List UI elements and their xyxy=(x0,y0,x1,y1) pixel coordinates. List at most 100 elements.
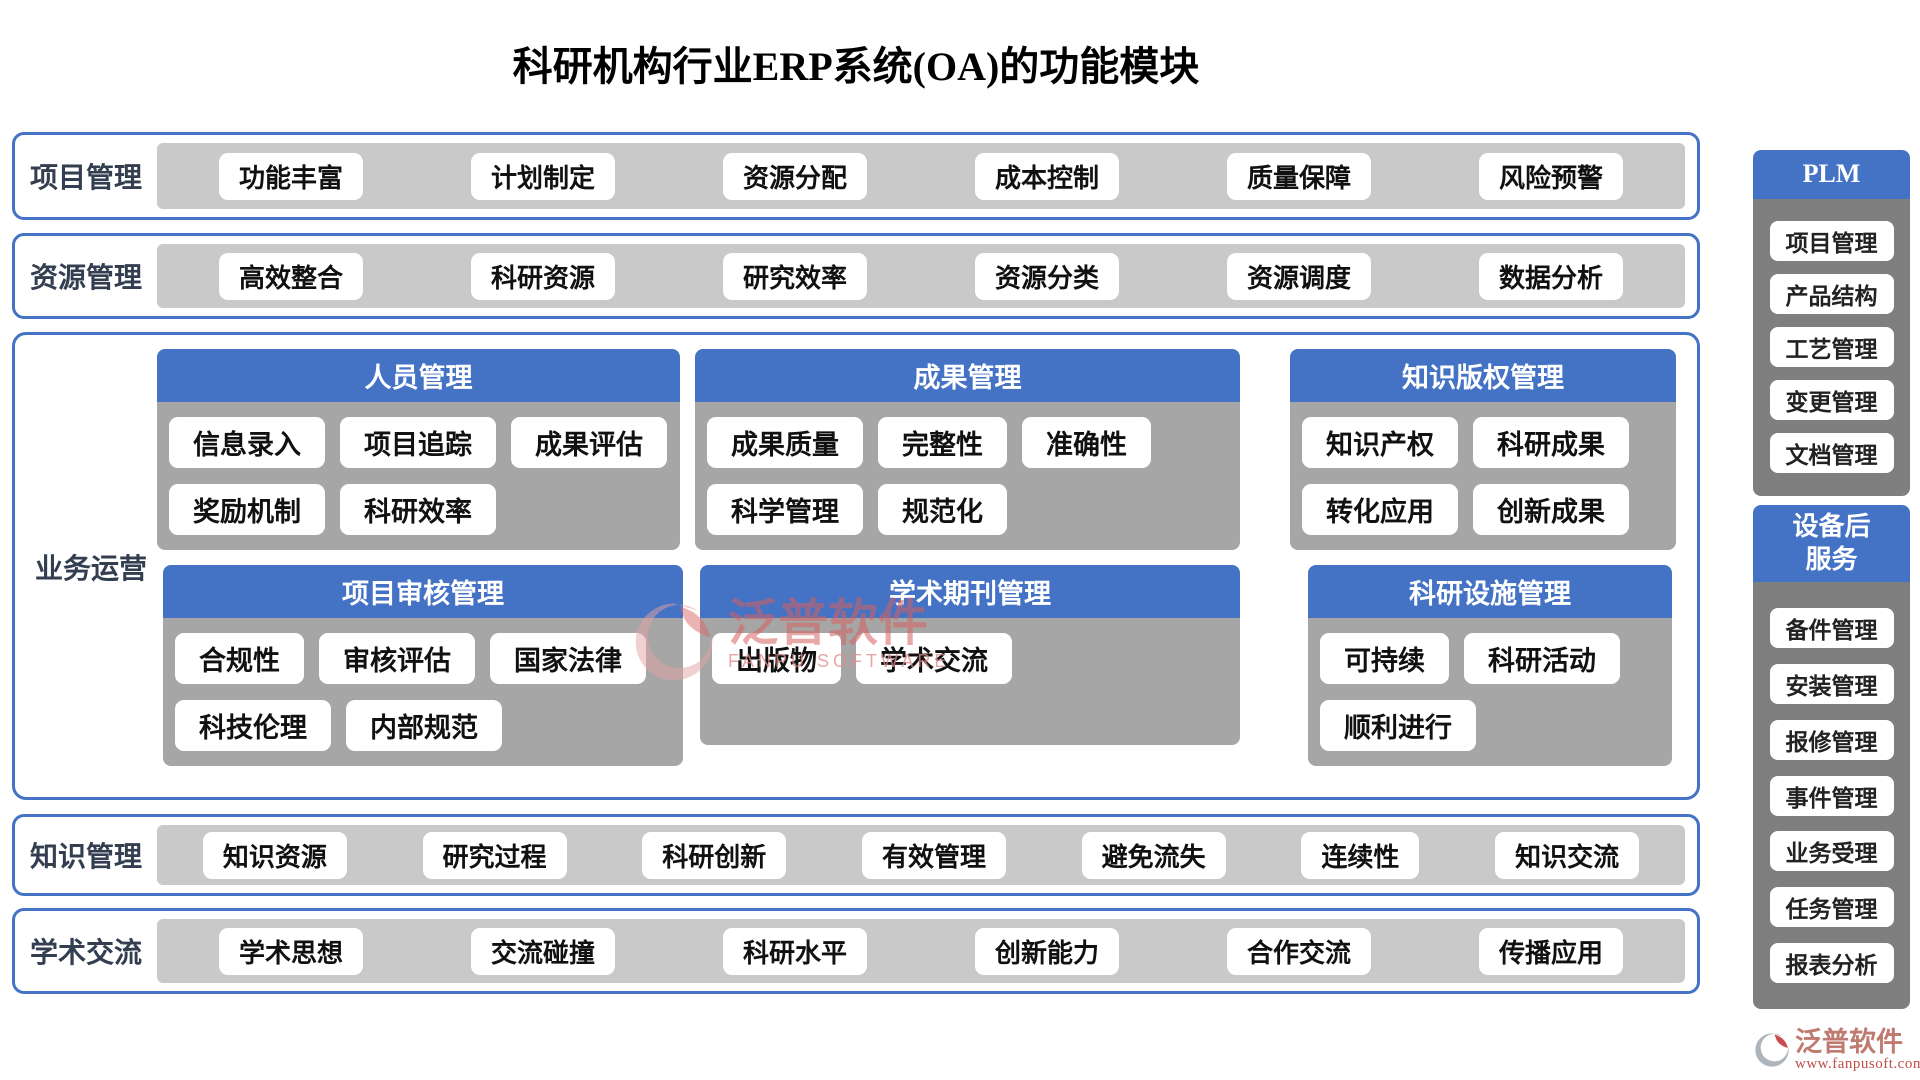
module-pill: 研究效率 xyxy=(722,252,867,300)
module-pill: 学术思想 xyxy=(218,927,363,975)
sidebar-plm: PLM 项目管理 产品结构 工艺管理 变更管理 文档管理 xyxy=(1753,150,1910,496)
section-label: 业务运营 xyxy=(34,554,147,585)
module-pill: 审核评估 xyxy=(319,633,475,684)
row-body: 知识资源 研究过程 科研创新 有效管理 避免流失 连续性 知识交流 xyxy=(157,825,1685,885)
brand-footer: 泛普软件 www.fanpusoft.com xyxy=(1752,1028,1920,1073)
module-pill: 业务受理 xyxy=(1769,831,1894,872)
row-body: 功能丰富 计划制定 资源分配 成本控制 质量保障 风险预警 xyxy=(157,143,1685,209)
module-pill: 科研活动 xyxy=(1464,633,1620,684)
module-pill: 成果评估 xyxy=(511,417,667,468)
brand-url: www.fanpusoft.com xyxy=(1795,1056,1920,1073)
panel-academic-journal-management: 学术期刊管理 出版物 学术交流 xyxy=(700,565,1240,745)
row-label: 学术交流 xyxy=(29,938,142,969)
row-label: 项目管理 xyxy=(29,163,142,194)
row-academic-exchange: 学术交流 学术思想 交流碰撞 科研水平 创新能力 合作交流 传播应用 xyxy=(12,908,1700,994)
module-pill: 功能丰富 xyxy=(218,152,363,200)
panel-personnel-management: 人员管理 信息录入 项目追踪 成果评估 奖励机制 科研效率 xyxy=(157,349,680,550)
panel-title: 知识版权管理 xyxy=(1290,349,1676,402)
module-pill: 研究过程 xyxy=(422,831,567,879)
module-pill: 科技伦理 xyxy=(175,700,331,751)
module-pill: 知识产权 xyxy=(1302,417,1458,468)
panel-body: 可持续 科研活动 顺利进行 xyxy=(1308,618,1672,766)
module-pill: 交流碰撞 xyxy=(470,927,615,975)
module-pill: 项目追踪 xyxy=(340,417,496,468)
panel-ip-copyright-management: 知识版权管理 知识产权 科研成果 转化应用 创新成果 xyxy=(1290,349,1676,550)
module-pill: 学术交流 xyxy=(856,633,1012,684)
module-pill: 有效管理 xyxy=(861,831,1006,879)
module-pill: 资源分类 xyxy=(974,252,1119,300)
fanpu-logo-icon xyxy=(1752,1030,1792,1070)
module-pill: 创新能力 xyxy=(974,927,1119,975)
module-pill: 准确性 xyxy=(1022,417,1151,468)
panel-title: 项目审核管理 xyxy=(163,565,683,618)
sidebar-panel-title: 设备后服务 xyxy=(1753,505,1910,582)
module-pill: 报修管理 xyxy=(1769,719,1894,760)
module-pill: 创新成果 xyxy=(1473,484,1629,535)
brand-name: 泛普软件 xyxy=(1795,1027,1903,1057)
module-pill: 科研效率 xyxy=(340,484,496,535)
module-pill: 工艺管理 xyxy=(1769,327,1894,368)
module-pill: 知识交流 xyxy=(1495,831,1640,879)
module-pill: 合作交流 xyxy=(1226,927,1371,975)
panel-project-audit-management: 项目审核管理 合规性 审核评估 国家法律 科技伦理 内部规范 xyxy=(163,565,683,766)
module-pill: 资源调度 xyxy=(1226,252,1371,300)
module-pill: 科研成果 xyxy=(1473,417,1629,468)
module-pill: 连续性 xyxy=(1301,831,1420,879)
module-pill: 数据分析 xyxy=(1478,252,1623,300)
row-label: 资源管理 xyxy=(29,263,142,294)
sidebar-panel-body: 项目管理 产品结构 工艺管理 变更管理 文档管理 xyxy=(1753,198,1910,496)
section-business-operations: 业务运营 人员管理 信息录入 项目追踪 成果评估 奖励机制 科研效率 成果管理 … xyxy=(12,332,1700,800)
module-pill: 完整性 xyxy=(878,417,1007,468)
panel-title: 成果管理 xyxy=(695,349,1240,402)
sidebar-panel-title: PLM xyxy=(1753,150,1910,199)
module-pill: 奖励机制 xyxy=(169,484,325,535)
module-pill: 内部规范 xyxy=(346,700,502,751)
panel-body: 成果质量 完整性 准确性 科学管理 规范化 xyxy=(695,402,1240,550)
module-pill: 风险预警 xyxy=(1478,152,1623,200)
module-pill: 成果质量 xyxy=(707,417,863,468)
module-pill: 项目管理 xyxy=(1769,221,1894,262)
module-pill: 事件管理 xyxy=(1769,775,1894,816)
module-pill: 质量保障 xyxy=(1226,152,1371,200)
module-pill: 报表分析 xyxy=(1769,943,1894,984)
module-pill: 文档管理 xyxy=(1769,433,1894,474)
module-pill: 科研水平 xyxy=(722,927,867,975)
module-pill: 资源分配 xyxy=(722,152,867,200)
panel-title: 科研设施管理 xyxy=(1308,565,1672,618)
sidebar-equipment-service: 设备后服务 备件管理 安装管理 报修管理 事件管理 业务受理 任务管理 报表分析 xyxy=(1753,505,1910,1009)
module-pill: 出版物 xyxy=(712,633,841,684)
row-resource-management: 资源管理 高效整合 科研资源 研究效率 资源分类 资源调度 数据分析 xyxy=(12,233,1700,319)
panel-body: 信息录入 项目追踪 成果评估 奖励机制 科研效率 xyxy=(157,402,680,550)
module-pill: 科研创新 xyxy=(642,831,787,879)
page-title: 科研机构行业ERP系统(OA)的功能模块 xyxy=(512,44,1200,89)
row-body: 学术思想 交流碰撞 科研水平 创新能力 合作交流 传播应用 xyxy=(157,919,1685,983)
row-label: 知识管理 xyxy=(29,842,142,873)
sidebar-panel-body: 备件管理 安装管理 报修管理 事件管理 业务受理 任务管理 报表分析 xyxy=(1753,582,1910,1009)
panel-body: 合规性 审核评估 国家法律 科技伦理 内部规范 xyxy=(163,618,683,766)
row-body: 高效整合 科研资源 研究效率 资源分类 资源调度 数据分析 xyxy=(157,244,1685,308)
module-pill: 知识资源 xyxy=(202,831,347,879)
module-pill: 转化应用 xyxy=(1302,484,1458,535)
module-pill: 高效整合 xyxy=(218,252,363,300)
module-pill: 顺利进行 xyxy=(1320,700,1476,751)
module-pill: 产品结构 xyxy=(1769,274,1894,315)
module-pill: 任务管理 xyxy=(1769,887,1894,928)
module-pill: 计划制定 xyxy=(470,152,615,200)
module-pill: 备件管理 xyxy=(1769,607,1894,648)
panel-title: 学术期刊管理 xyxy=(700,565,1240,618)
panel-achievement-management: 成果管理 成果质量 完整性 准确性 科学管理 规范化 xyxy=(695,349,1240,550)
module-pill: 变更管理 xyxy=(1769,380,1894,421)
row-project-management: 项目管理 功能丰富 计划制定 资源分配 成本控制 质量保障 风险预警 xyxy=(12,132,1700,220)
module-pill: 科学管理 xyxy=(707,484,863,535)
panel-research-facility-management: 科研设施管理 可持续 科研活动 顺利进行 xyxy=(1308,565,1672,766)
module-pill: 国家法律 xyxy=(490,633,646,684)
module-pill: 安装管理 xyxy=(1769,663,1894,704)
module-pill: 科研资源 xyxy=(470,252,615,300)
module-pill: 规范化 xyxy=(878,484,1007,535)
module-pill: 避免流失 xyxy=(1081,831,1226,879)
panel-body: 出版物 学术交流 xyxy=(700,618,1240,745)
module-pill: 信息录入 xyxy=(169,417,325,468)
panel-body: 知识产权 科研成果 转化应用 创新成果 xyxy=(1290,402,1676,550)
panel-title: 人员管理 xyxy=(157,349,680,402)
